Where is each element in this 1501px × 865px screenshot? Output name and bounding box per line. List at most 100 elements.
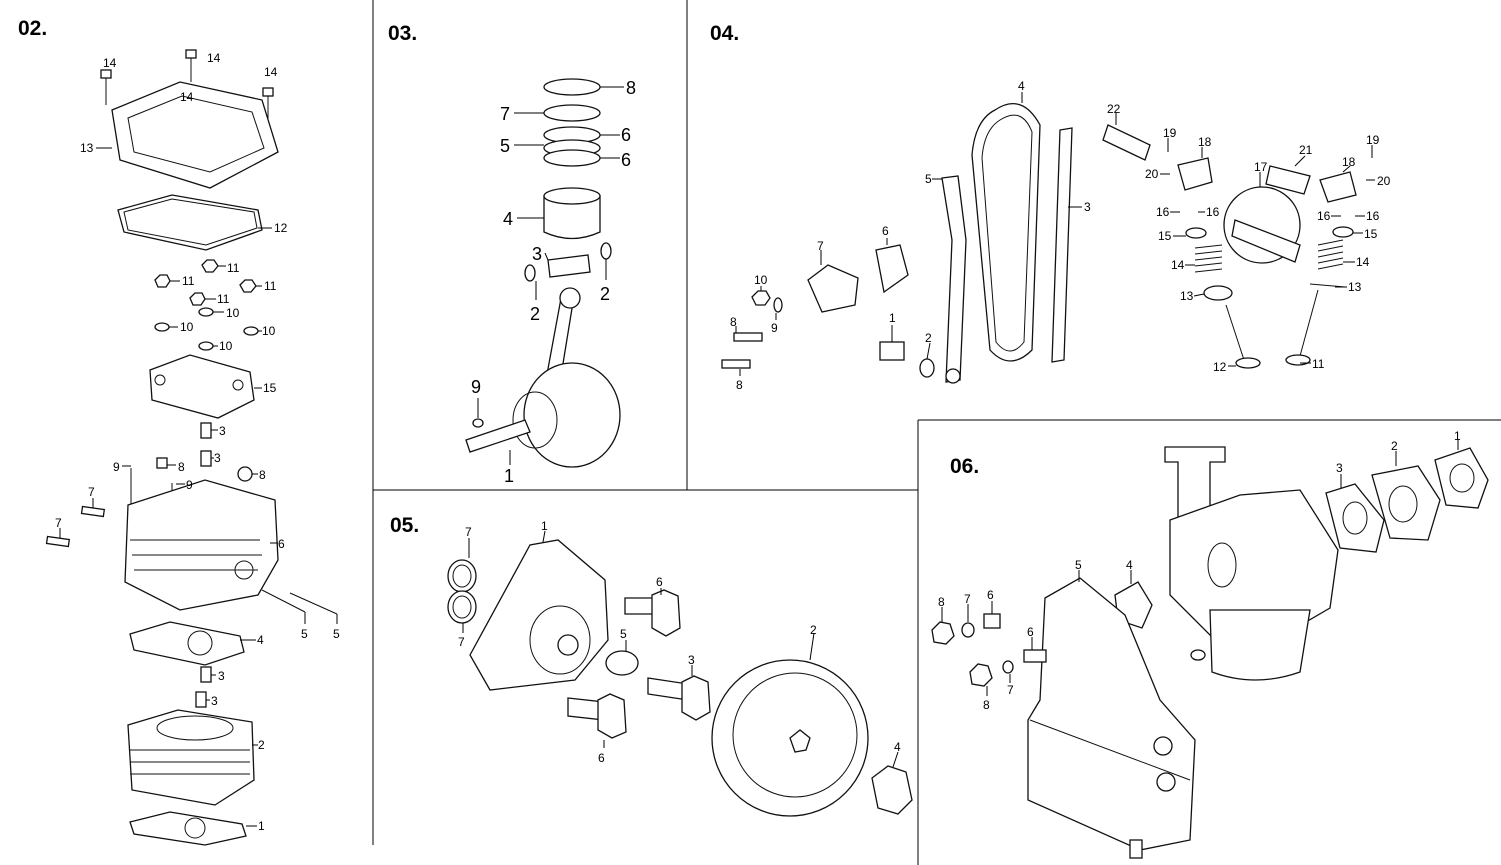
callout-label: 7: [465, 525, 472, 539]
callout-label: 3: [218, 669, 225, 683]
section-05-title: 05.: [390, 514, 419, 537]
callout-label: 1: [889, 311, 896, 325]
callout-label: 9: [771, 321, 778, 335]
callout-label: 20: [1377, 174, 1391, 188]
callout-label: 6: [987, 588, 994, 602]
callout-label: 16: [1317, 209, 1331, 223]
callout-label: 7: [88, 485, 95, 499]
callout-label: 7: [964, 592, 971, 606]
callout-label: 14: [1171, 258, 1185, 272]
callout-label: 8: [626, 78, 636, 98]
callout-label: 10: [754, 273, 768, 287]
section-04-title: 04.: [710, 22, 739, 45]
callout-label: 19: [1163, 126, 1177, 140]
section-02-title: 02.: [18, 17, 47, 40]
callout-label: 15: [263, 381, 277, 395]
callout-label: 7: [1007, 683, 1014, 697]
section-03-title: 03.: [388, 22, 417, 45]
callout-label: 5: [925, 172, 932, 186]
callout-label: 3: [214, 451, 221, 465]
callout-label: 14: [1356, 255, 1370, 269]
callout-label: 6: [278, 537, 285, 551]
callout-label: 11: [227, 261, 240, 275]
panel-dividers: [372, 0, 1501, 865]
section-05: 05.: [390, 514, 913, 817]
callout-label: 7: [500, 104, 510, 124]
callout-label: 5: [620, 627, 627, 641]
callout-label: 22: [1107, 102, 1121, 116]
callout-label: 3: [1084, 200, 1091, 214]
section-04-callouts: 4 5 3 6 7 10 9 8 8 1 2 22 19 18: [730, 79, 1391, 392]
callout-label: 3: [532, 244, 542, 264]
callout-label: 14: [207, 51, 221, 65]
callout-label: 13: [1180, 289, 1194, 303]
callout-label: 2: [810, 623, 817, 637]
callout-label: 13: [80, 141, 94, 155]
section-02-callouts: 14 14 14 14 13 12 11 11 11 11 10 10 10 1…: [55, 51, 340, 833]
callout-label: 3: [688, 653, 695, 667]
callout-label: 12: [1213, 360, 1227, 374]
section-06-parts: [931, 446, 1489, 859]
callout-label: 1: [1454, 429, 1461, 443]
section-03: 03. 8 7 6: [388, 22, 636, 486]
section-06-title: 06.: [950, 455, 979, 478]
callout-label: 12: [274, 221, 288, 235]
callout-label: 3: [1336, 461, 1343, 475]
callout-label: 8: [178, 460, 185, 474]
callout-label: 21: [1299, 143, 1313, 157]
callout-label: 1: [504, 466, 514, 486]
callout-label: 17: [1254, 160, 1268, 174]
section-03-parts: [465, 78, 621, 468]
section-03-callouts: 8 7 6 5 6 4 3 2 2 9 1: [471, 78, 636, 486]
section-05-callouts: 7 1 7 6 5 3 2 6 4: [458, 519, 901, 768]
section-06: 06.: [931, 429, 1489, 859]
callout-label: 4: [257, 633, 264, 647]
callout-label: 9: [471, 377, 481, 397]
callout-label: 13: [1348, 280, 1362, 294]
callout-label: 2: [1391, 439, 1398, 453]
callout-label: 8: [736, 378, 743, 392]
callout-label: 11: [1312, 357, 1325, 371]
callout-label: 14: [264, 65, 278, 79]
callout-label: 11: [264, 279, 277, 293]
callout-label: 8: [983, 698, 990, 712]
callout-label: 5: [1075, 558, 1082, 572]
callout-label: 9: [113, 460, 120, 474]
callout-label: 16: [1156, 205, 1170, 219]
callout-label: 6: [656, 575, 663, 589]
callout-label: 10: [219, 339, 233, 353]
callout-label: 11: [217, 292, 230, 306]
callout-label: 14: [103, 56, 117, 70]
callout-label: 2: [925, 331, 932, 345]
section-05-parts: [447, 539, 913, 817]
callout-label: 8: [259, 468, 266, 482]
callout-label: 16: [1366, 209, 1380, 223]
callout-label: 6: [621, 150, 631, 170]
callout-label: 6: [598, 751, 605, 765]
callout-label: 10: [226, 306, 240, 320]
callout-label: 10: [180, 320, 194, 334]
callout-label: 7: [458, 635, 465, 649]
callout-label: 7: [55, 516, 62, 530]
callout-label: 3: [211, 694, 218, 708]
callout-label: 9: [186, 478, 193, 492]
callout-label: 18: [1342, 155, 1356, 169]
callout-label: 6: [1027, 625, 1034, 639]
callout-label: 1: [541, 519, 548, 533]
callout-label: 4: [503, 209, 513, 229]
callout-label: 5: [333, 627, 340, 641]
callout-label: 7: [817, 239, 824, 253]
callout-label: 20: [1145, 167, 1159, 181]
callout-label: 3: [219, 424, 226, 438]
callout-label: 2: [258, 738, 265, 752]
callout-label: 4: [894, 740, 901, 754]
callout-label: 18: [1198, 135, 1212, 149]
callout-label: 16: [1206, 205, 1220, 219]
callout-label: 4: [1126, 558, 1133, 572]
callout-label: 10: [262, 324, 276, 338]
callout-label: 14: [180, 90, 194, 104]
callout-label: 8: [730, 315, 737, 329]
section-04: 04.: [710, 22, 1391, 392]
callout-label: 5: [500, 136, 510, 156]
callout-label: 6: [882, 224, 889, 238]
